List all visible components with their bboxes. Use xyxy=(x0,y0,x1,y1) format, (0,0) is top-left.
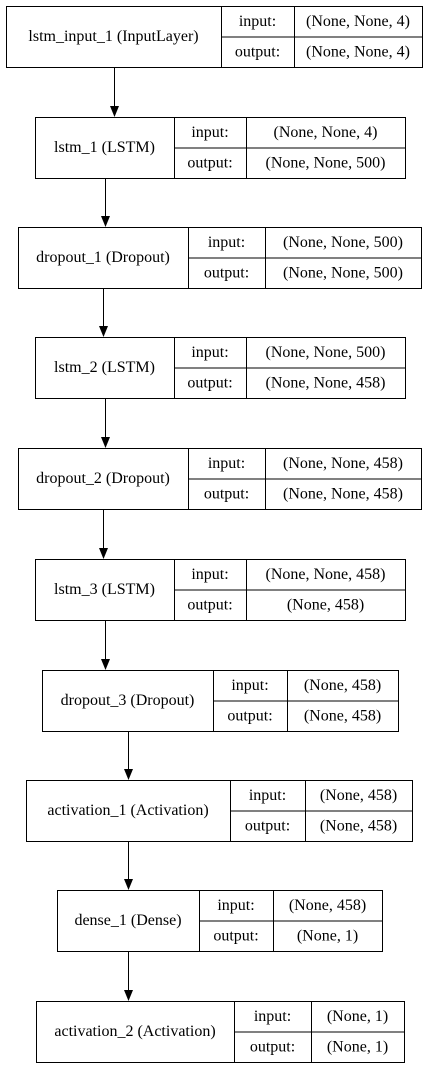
layer-node: lstm_3 (LSTM) input: output: (None, None, 4… xyxy=(35,559,406,621)
layer-name: dropout_1 (Dropout) xyxy=(36,249,170,266)
input-shape: (None, None, 4) xyxy=(306,13,410,30)
edge-arrow xyxy=(101,621,110,670)
output-label: output: xyxy=(187,154,232,171)
layer-node: activation_1 (Activation) input: output: (N… xyxy=(26,780,413,842)
layer-node: lstm_1 (LSTM) input: output: (None, None, 4… xyxy=(35,117,406,179)
output-shape: (None, 458) xyxy=(304,707,381,724)
input-label: input: xyxy=(239,13,276,30)
layer-node: activation_2 (Activation) input: output: (N… xyxy=(36,1001,405,1063)
input-shape: (None, None, 4) xyxy=(274,124,378,141)
layer-node: dense_1 (Dense) input: output: (None, 458) (… xyxy=(57,890,383,952)
output-label: output: xyxy=(227,707,272,724)
output-label: output: xyxy=(235,43,280,60)
layer-name: activation_2 (Activation) xyxy=(54,1023,215,1040)
input-shape: (None, None, 500) xyxy=(266,344,386,361)
input-shape: (None, None, 458) xyxy=(266,566,386,583)
output-label: output: xyxy=(187,596,232,613)
output-shape: (None, None, 500) xyxy=(266,154,386,171)
edge-arrow xyxy=(101,179,110,227)
edge-arrow xyxy=(110,68,119,117)
input-label: input: xyxy=(191,344,228,361)
layer-node: lstm_input_1 (InputLayer) input: output: (N… xyxy=(6,6,423,68)
output-label: output: xyxy=(250,1038,295,1055)
edge-arrow xyxy=(101,399,110,448)
input-label: input: xyxy=(191,566,228,583)
edge-arrow xyxy=(99,289,108,337)
input-label: input: xyxy=(208,234,245,251)
edge-arrow xyxy=(124,952,133,1001)
edges xyxy=(99,68,133,1001)
layer-name: lstm_2 (LSTM) xyxy=(54,359,155,376)
layer-node: lstm_2 (LSTM) input: output: (None, None, 5… xyxy=(35,337,406,399)
output-label: output: xyxy=(213,927,258,944)
output-label: output: xyxy=(245,817,290,834)
input-label: input: xyxy=(217,897,254,914)
output-shape: (None, None, 458) xyxy=(283,485,403,502)
layer-name: lstm_1 (LSTM) xyxy=(54,139,155,156)
output-shape: (None, None, 4) xyxy=(306,43,410,60)
nodes: lstm_input_1 (InputLayer) input: output: (N… xyxy=(6,6,423,1063)
output-label: output: xyxy=(187,374,232,391)
layer-name: lstm_input_1 (InputLayer) xyxy=(28,28,198,45)
layer-name: dropout_3 (Dropout) xyxy=(61,692,195,709)
layer-node: dropout_2 (Dropout) input: output: (None, N… xyxy=(18,448,422,510)
input-label: input: xyxy=(249,787,286,804)
input-label: input: xyxy=(254,1008,291,1025)
output-shape: (None, None, 458) xyxy=(266,374,386,391)
input-shape: (None, None, 500) xyxy=(283,234,403,251)
edge-arrow xyxy=(99,510,108,559)
output-label: output: xyxy=(204,485,249,502)
layer-node: dropout_3 (Dropout) input: output: (None, 4… xyxy=(42,670,399,732)
input-label: input: xyxy=(208,455,245,472)
output-shape: (None, None, 500) xyxy=(283,264,403,281)
input-label: input: xyxy=(191,124,228,141)
input-shape: (None, None, 458) xyxy=(283,455,403,472)
output-shape: (None, 458) xyxy=(287,596,364,613)
layer-name: lstm_3 (LSTM) xyxy=(54,581,155,598)
input-shape: (None, 1) xyxy=(327,1008,388,1025)
layer-name: dropout_2 (Dropout) xyxy=(36,470,170,487)
output-label: output: xyxy=(204,264,249,281)
layer-name: dense_1 (Dense) xyxy=(74,912,181,929)
input-label: input: xyxy=(231,677,268,694)
layer-node: dropout_1 (Dropout) input: output: (None, N… xyxy=(18,227,422,289)
edge-arrow xyxy=(124,732,133,780)
output-shape: (None, 1) xyxy=(297,927,358,944)
output-shape: (None, 458) xyxy=(320,817,397,834)
input-shape: (None, 458) xyxy=(289,897,366,914)
edge-arrow xyxy=(124,842,133,890)
layer-name: activation_1 (Activation) xyxy=(47,802,208,819)
input-shape: (None, 458) xyxy=(320,787,397,804)
input-shape: (None, 458) xyxy=(304,677,381,694)
output-shape: (None, 1) xyxy=(327,1038,388,1055)
